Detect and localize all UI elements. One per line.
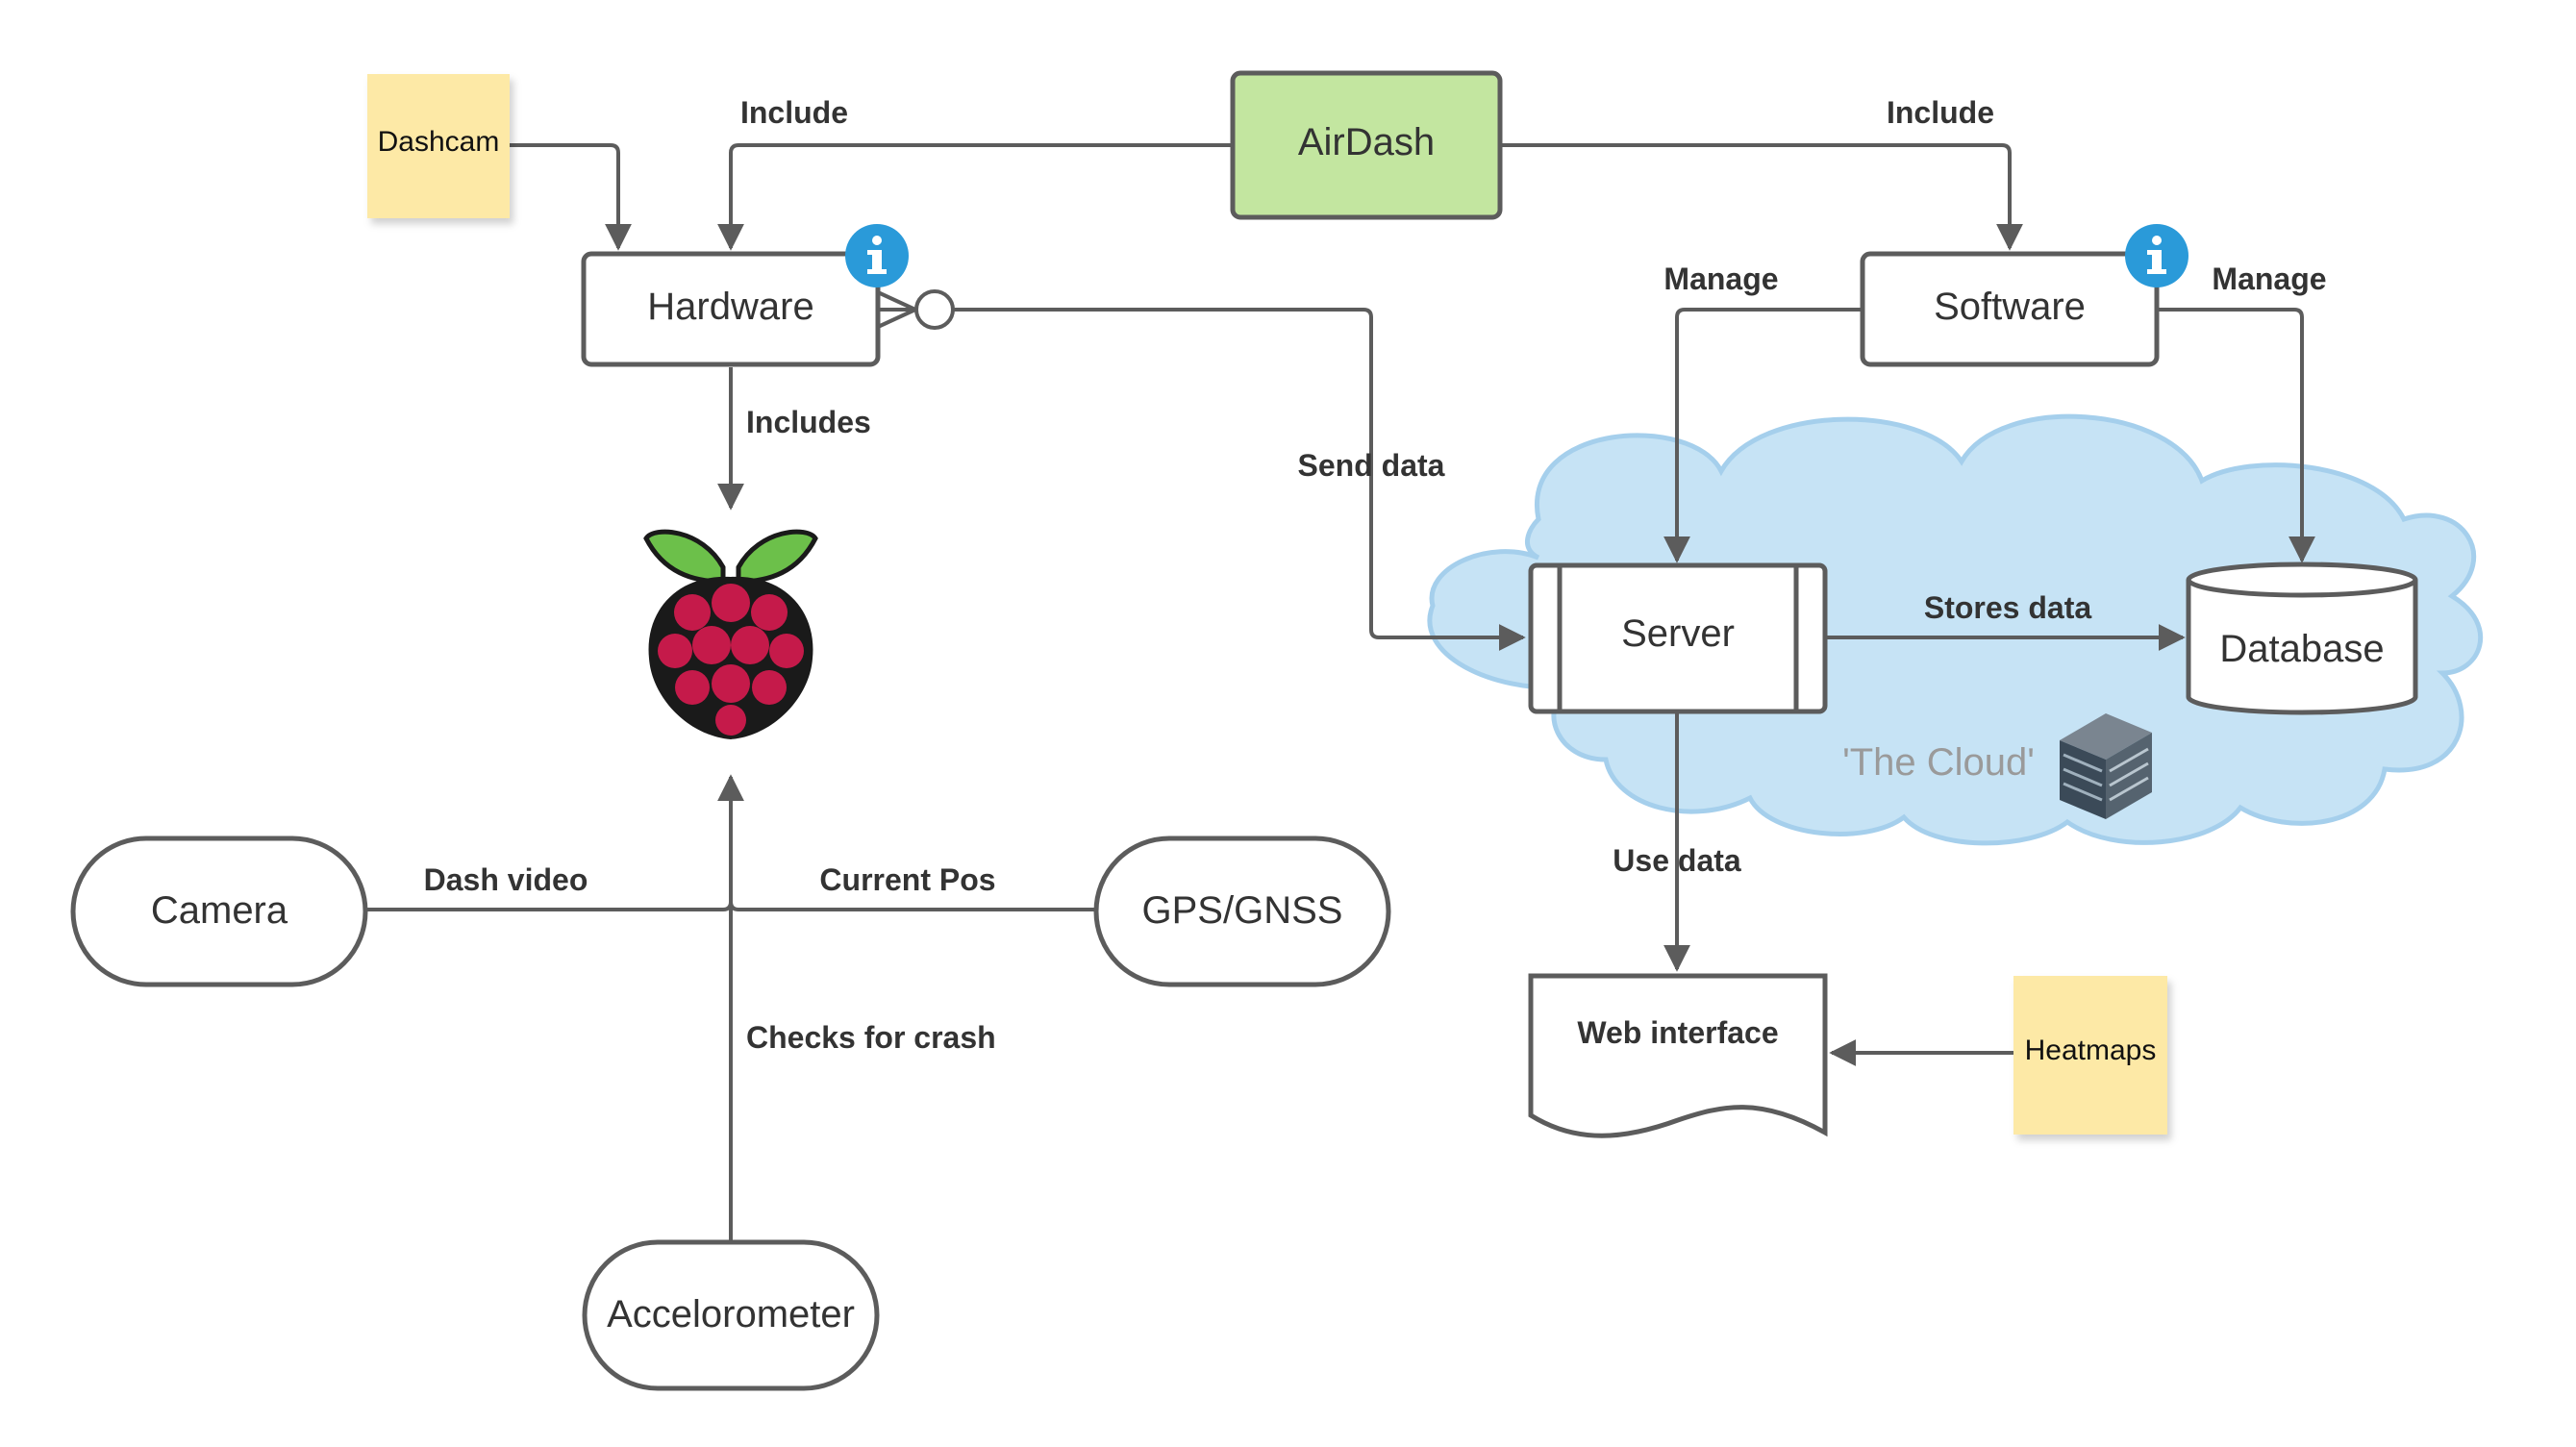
edge-software-server	[1663, 308, 1862, 563]
edge-airdash-software	[1500, 143, 2023, 251]
node-hardware[interactable]: Hardware	[581, 251, 881, 367]
edge-labels: Include Include Includes Manage Manage S…	[424, 95, 2327, 1055]
note-heatmaps-label: Heatmaps	[2025, 1035, 2157, 1066]
info-icon[interactable]	[845, 224, 909, 287]
crowsfoot-marker	[877, 289, 955, 330]
note-heatmaps[interactable]: Heatmaps	[2013, 976, 2167, 1135]
edge-gps-raspberrypi	[729, 901, 1094, 911]
node-camera-label: Camera	[151, 889, 288, 932]
edge-label-use-data: Use data	[1613, 843, 1741, 878]
node-server[interactable]: Server	[1528, 562, 1828, 714]
edge-camera-raspberrypi	[365, 901, 733, 911]
edge-label-dash-video: Dash video	[424, 862, 588, 897]
raspberry-pi-icon	[643, 529, 818, 739]
edge-label-include-software: Include	[1887, 95, 1994, 130]
edge-dashcam-hardware	[510, 143, 632, 251]
node-accelerometer[interactable]: Accelorometer	[582, 1239, 880, 1391]
edge-label-include-hardware: Include	[740, 95, 848, 130]
node-airdash[interactable]: AirDash	[1230, 70, 1503, 220]
edge-software-database	[2158, 308, 2315, 563]
edge-label-manage-server: Manage	[1663, 262, 1778, 296]
edge-label-current-pos: Current Pos	[819, 862, 995, 897]
node-web-interface[interactable]: Web interface	[1528, 973, 1828, 1138]
node-accelerometer-label: Accelorometer	[607, 1293, 855, 1335]
node-web-interface-label: Web interface	[1577, 1015, 1778, 1050]
node-software[interactable]: Software	[1860, 251, 2160, 367]
node-gps[interactable]: GPS/GNSS	[1093, 836, 1391, 987]
edge-label-manage-database: Manage	[2212, 262, 2326, 296]
node-database-label: Database	[2219, 628, 2384, 670]
edge-label-checks-for-crash: Checks for crash	[746, 1020, 996, 1055]
edges	[365, 143, 2315, 1240]
server-rack-icon	[2060, 713, 2152, 819]
node-server-label: Server	[1621, 612, 1735, 655]
edge-label-includes: Includes	[746, 405, 871, 439]
edge-airdash-hardware	[717, 143, 1233, 251]
note-dashcam[interactable]: Dashcam	[367, 74, 510, 218]
edge-label-stores-data: Stores data	[1924, 590, 2091, 625]
node-hardware-label: Hardware	[647, 286, 813, 328]
node-software-label: Software	[1934, 286, 2086, 328]
edge-hardware-server	[954, 308, 1526, 651]
node-database[interactable]: Database	[2186, 561, 2418, 715]
info-icon[interactable]	[2125, 224, 2188, 287]
cloud-label: 'The Cloud'	[1842, 741, 2035, 784]
edge-label-send-data: Send data	[1298, 448, 1445, 483]
node-airdash-label: AirDash	[1298, 121, 1435, 163]
note-dashcam-label: Dashcam	[378, 126, 500, 158]
node-gps-label: GPS/GNSS	[1142, 889, 1343, 932]
node-camera[interactable]: Camera	[70, 836, 368, 987]
